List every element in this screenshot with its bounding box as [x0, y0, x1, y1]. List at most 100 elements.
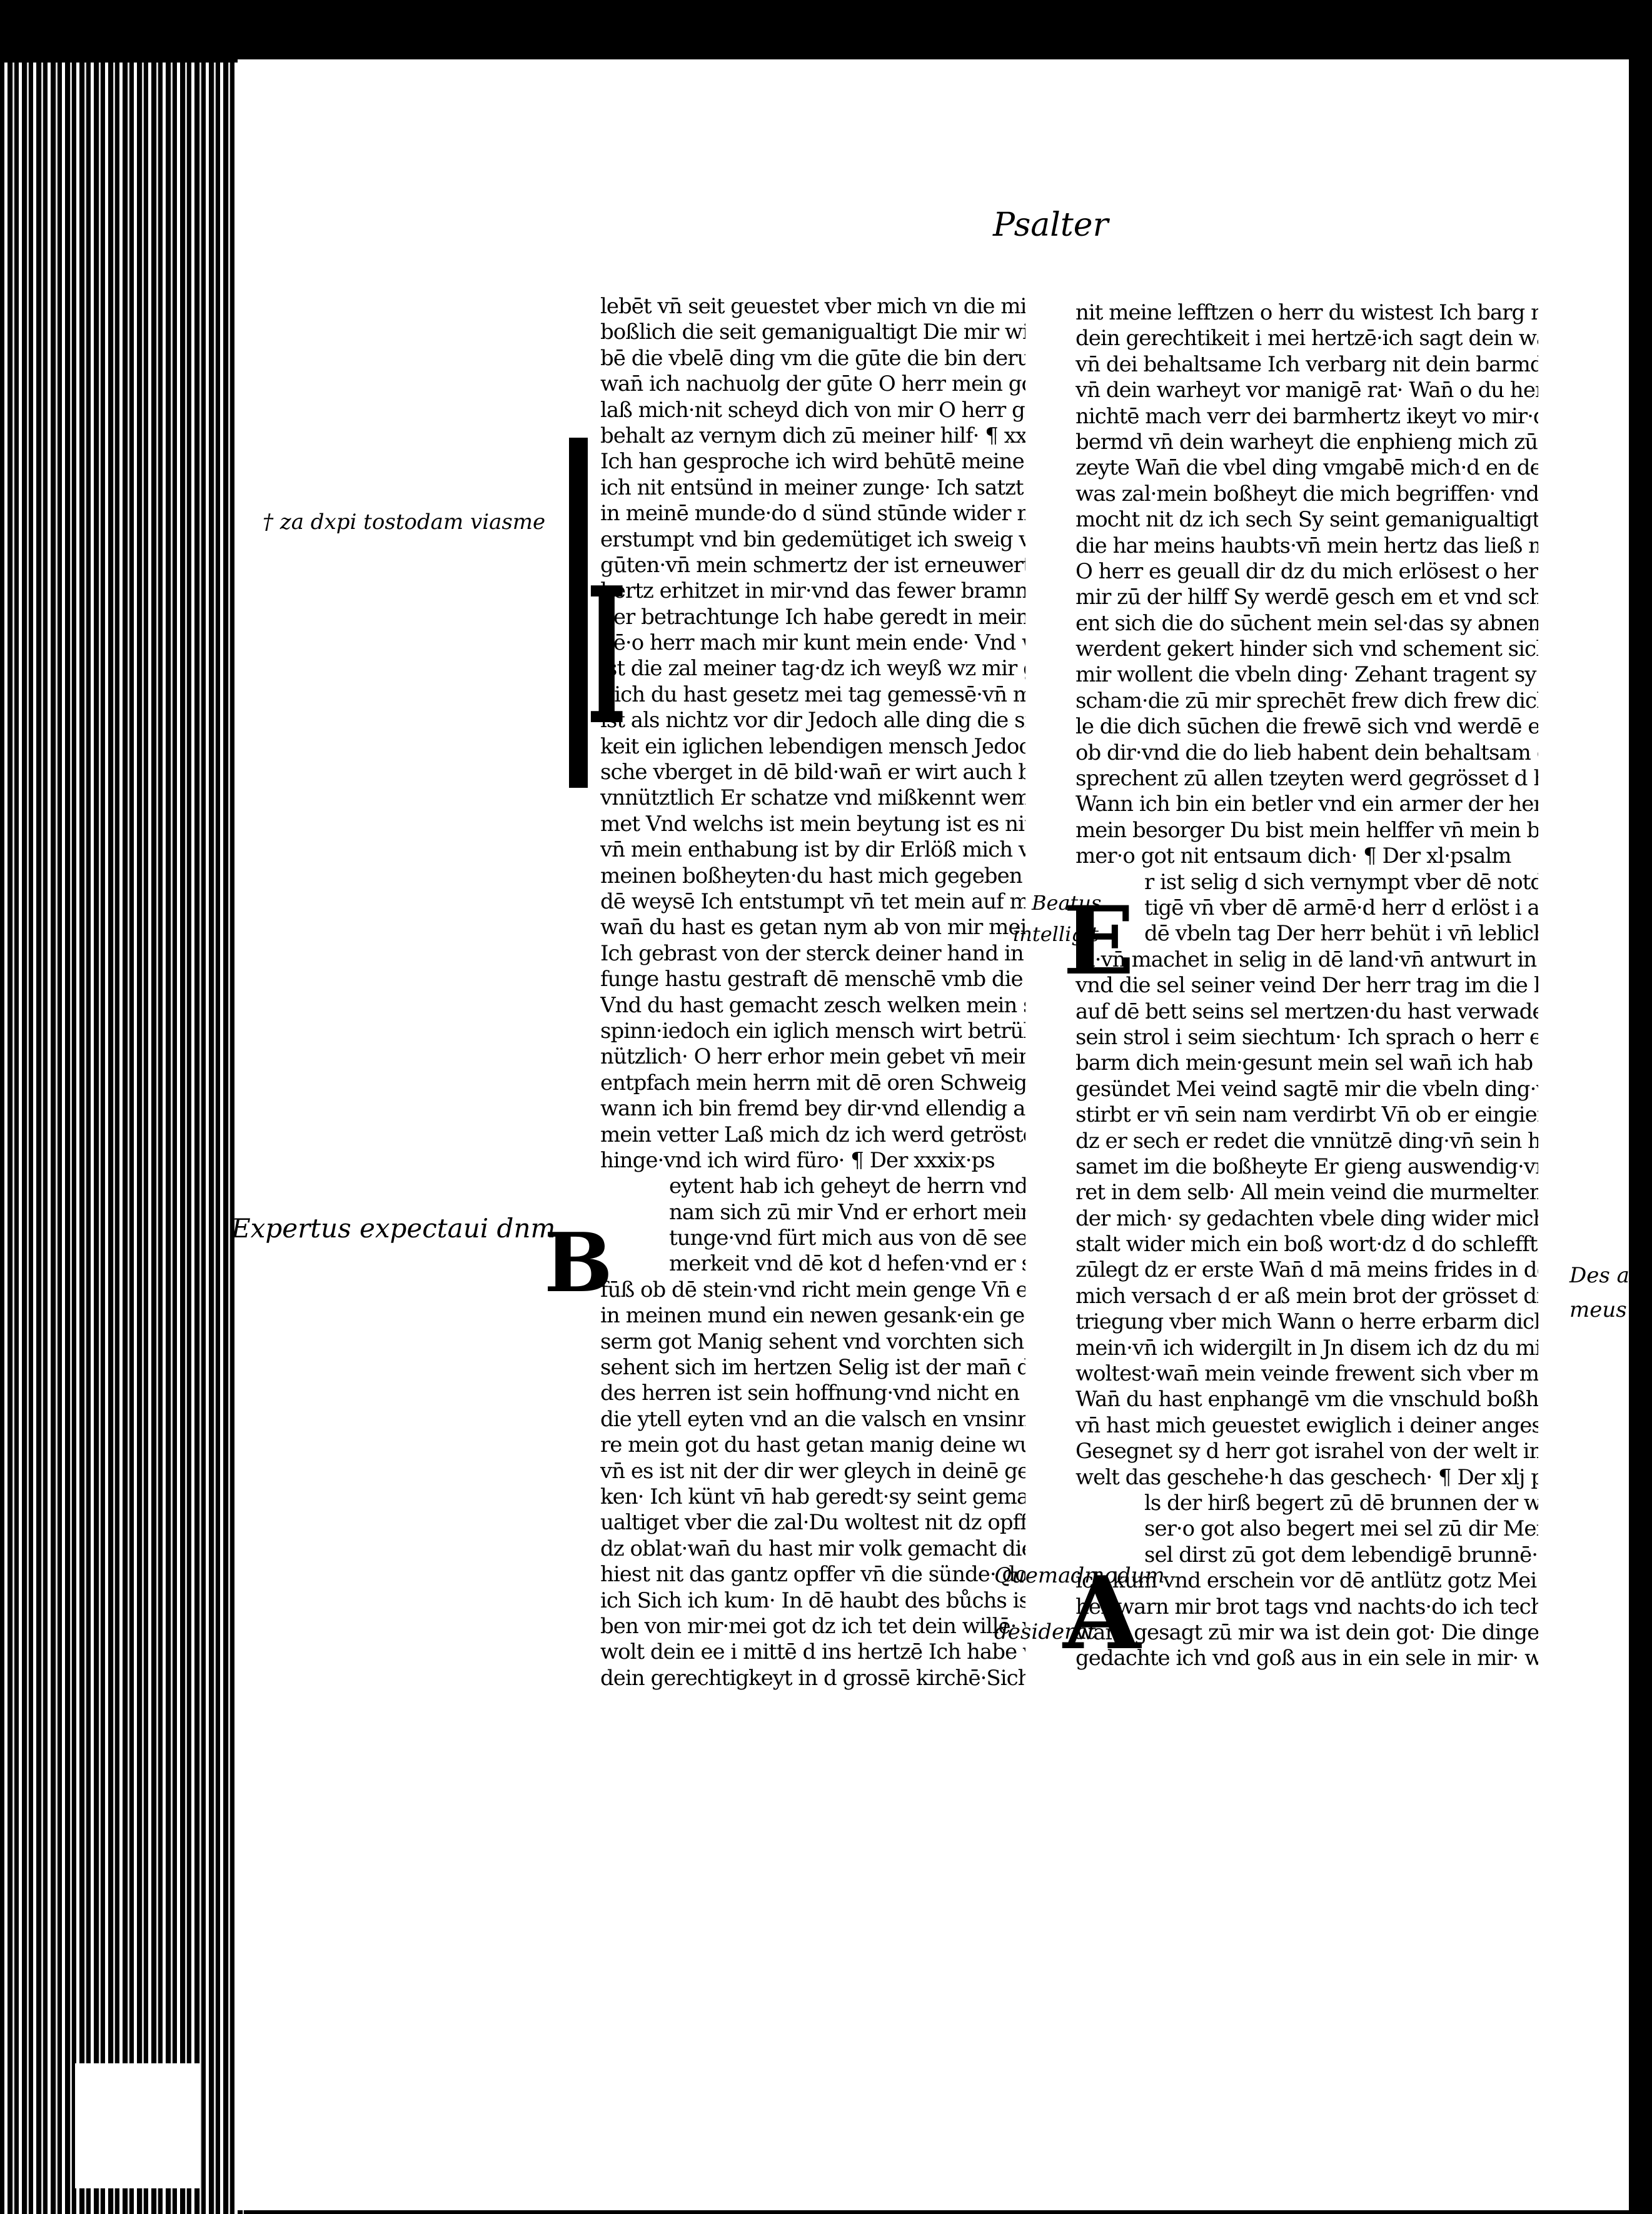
text-line: des herren ist sein hoffnung·vnd nicht e… [600, 1381, 1025, 1406]
text-line: triegung vber mich Wann o herre erbarm d… [1075, 1309, 1538, 1335]
text-line: welt das geschehe·h das geschech· ¶ Der … [1075, 1464, 1538, 1490]
book-fore-edge [0, 63, 244, 2214]
text-line: werdent gekert hinder sich vnd schement … [1075, 637, 1538, 662]
text-line: funge hastu gestraft dē menschē vmb die … [600, 967, 1025, 992]
initial-letter-e: E [1063, 886, 1135, 996]
right-text-column: nit meine lefftzen o herr du wistest Ich… [1075, 300, 1538, 1672]
text-line: Wan̄ du hast enphangē vm die vnschuld bo… [1075, 1387, 1538, 1412]
text-line: dz oblat·wan̄ du hast mir volk gemacht d… [600, 1536, 1025, 1561]
text-line: in·vn̄ machet in selig in dē land·vn̄ an… [1075, 947, 1538, 972]
text-line: spinn·iedoch ein iglich mensch wirt betr… [600, 1018, 1025, 1044]
fore-edge-gap [75, 2063, 200, 2188]
scan-right-border [1627, 0, 1652, 2214]
text-line: met Vnd welchs ist mein beytung ist es n… [600, 811, 1025, 837]
margin-note-right-1: Des a [1569, 1263, 1629, 1288]
text-line: sche vberget in dē bild·wan̄ er wirt auc… [600, 760, 1025, 785]
text-line: auf dē bett seins sel mertzen·du hast ve… [1075, 999, 1538, 1024]
text-line: der mich· sy gedachten vbele ding wider … [1075, 1205, 1538, 1231]
text-line: ken· Ich künt vn̄ hab geredt·sy seint ge… [600, 1484, 1025, 1509]
text-line: in meinen mund ein newen gesank·ein gesa… [600, 1303, 1025, 1329]
text-line: barm dich mein·gesunt mein sel wan̄ ich … [1075, 1050, 1538, 1076]
text-line: nützlich· O herr erhor mein gebet vn̄ me… [600, 1044, 1025, 1070]
text-line: lebēt vn̄ seit geuestet vber mich vn die… [600, 294, 1025, 319]
text-line: sein strol i seim siechtum· Ich sprach o… [1075, 1024, 1538, 1050]
text-line: mein·vn̄ ich widergilt in Jn disem ich d… [1075, 1335, 1538, 1361]
text-line: behalt az vernym dich zū meiner hilf· ¶ … [600, 423, 1025, 448]
text-line: Sich du hast gesetz mei tag gemessē·vn̄ … [600, 682, 1025, 707]
text-line: ist als nichtz vor dir Jedoch alle ding … [600, 708, 1025, 733]
text-line: die ytell eyten vnd an die valsch en vns… [600, 1406, 1025, 1432]
text-line: hertz erhitzet in mir·vnd das fewer bram… [600, 578, 1025, 604]
text-line: ser·o got also begert mei sel zū dir Mei [1144, 1516, 1538, 1542]
text-line: stalt wider mich ein boß wort·dz d do sc… [1075, 1232, 1538, 1257]
initial-letter-i: I [587, 546, 627, 767]
text-line: meinen boßheyten·du hast mich gegeben zu… [600, 863, 1025, 888]
text-line: re mein got du hast getan manig deine wu… [600, 1432, 1025, 1458]
text-line: dē weysē Ich entstumpt vn̄ tet mein auf … [600, 888, 1025, 914]
text-line: dē vbeln tag Der herr behüt i vn̄ leblic… [1144, 921, 1538, 947]
text-line: Ich gebrast von der sterck deiner hand i… [600, 940, 1025, 966]
text-line: stirbt er vn̄ sein nam verdirbt Vn̄ ob e… [1075, 1102, 1538, 1128]
margin-note-mid-2: intelligit [1013, 922, 1099, 946]
text-line: gē·o herr mach mir kunt mein ende· Vnd w… [600, 630, 1025, 656]
scan-top-border [0, 0, 1652, 59]
text-line: wolt dein ee i mittē d ins hertzē Ich ha… [600, 1639, 1025, 1665]
text-line: in meinē munde·do d sünd stūnde wider mi… [600, 501, 1025, 526]
text-line: vn̄ mein enthabung ist by dir Erlöß mich… [600, 837, 1025, 863]
text-line: wann ich bin fremd bey dir·vnd ellendig … [600, 1096, 1025, 1122]
text-line: was zal·mein boßheyt die mich begriffen·… [1075, 481, 1538, 506]
text-line: ward gesagt zū mir wa ist dein got· Die … [1075, 1619, 1538, 1645]
text-line: merkeit vnd dē kot d hefen·vnd er schikt… [669, 1251, 1025, 1277]
text-line: nichtē mach verr dei barmhertz ikeyt vo … [1075, 403, 1538, 429]
text-line: mein besorger Du bist mein helffer vn̄ m… [1075, 817, 1538, 843]
text-line: tunge·vnd fürt mich aus von dē see d ie [669, 1225, 1025, 1251]
text-line: sehent sich im hertzen Selig ist der man… [600, 1355, 1025, 1381]
initial-i-stroke [569, 438, 588, 788]
text-line: wan̄ du hast es getan nym ab von mir mei… [600, 915, 1025, 940]
left-text-column: lebēt vn̄ seit geuestet vber mich vn die… [600, 294, 1025, 1691]
text-line: dein gerechtigkeyt in d grossē kirchē·Si… [600, 1665, 1025, 1691]
text-line: vn̄ dei behaltsame Ich verbarg nit dein … [1075, 351, 1538, 377]
margin-note-mid-3: Quemadmodum [994, 1563, 1165, 1588]
text-line: gūten·vn̄ mein schmertz der ist erneuwer… [600, 552, 1025, 578]
initial-letter-a: A [1063, 1554, 1141, 1672]
margin-note-left-1: † za dxpi tostodam viasme [263, 510, 546, 535]
text-line: le die dich sūchen die frewē sich vnd we… [1075, 714, 1538, 740]
text-line: laß mich·nit scheyd dich von mir O herr … [600, 397, 1025, 423]
text-line: mocht nit dz ich sech Sy seint gemanigua… [1075, 507, 1538, 533]
text-line: zeyte Wan̄ die vbel ding vmgabē mich·d e… [1075, 455, 1538, 481]
margin-note-right-2: meus [1569, 1297, 1627, 1322]
text-line: r ist selig d sich vernympt vber dē notd… [1144, 869, 1538, 895]
text-line: hinge·vnd ich wird füro· ¶ Der xxxix·ps [600, 1147, 995, 1173]
text-line: sel dirst zū got dem lebendigē brunnē·so [1144, 1542, 1538, 1567]
text-line: hiest nit das gantz opffer vn̄ die sünde… [600, 1562, 1025, 1588]
text-line: O herr es geuall dir dz du mich erlösest… [1075, 558, 1538, 584]
text-line: die har meins haubts·vn̄ mein hertz das … [1075, 533, 1538, 558]
text-line: mer·o got nit entsaum dich· ¶ Der xl·psa… [1075, 843, 1512, 869]
running-head: Psalter [993, 206, 1109, 244]
text-line: vn̄ es ist nit der dir wer gleych in dei… [600, 1458, 1025, 1484]
text-line: nam sich zū mir Vnd er erhort mein bet [669, 1199, 1025, 1225]
text-line: ben von mir·mei got dz ich tet dein will… [600, 1613, 1025, 1639]
text-line: wan̄ ich nachuolg der gūte O herr mein g… [600, 371, 1025, 397]
text-line: erstumpt vnd bin gedemütiget ich sweig v… [600, 526, 1025, 552]
text-line: Gesegnet sy d herr got israhel von der w… [1075, 1439, 1538, 1464]
text-line: ner betrachtunge Ich habe geredt in mein… [600, 604, 1025, 630]
text-line: serm got Manig sehent vnd vorchten sich … [600, 1329, 1025, 1354]
initial-letter-b: B [544, 1215, 613, 1311]
text-line: eytent hab ich geheyt de herrn vnd er d [669, 1174, 1025, 1199]
text-line: mir zū der hilff Sy werdē gesch em et vn… [1075, 585, 1538, 610]
text-line: her warn mir brot tags vnd nachts·do ich… [1075, 1594, 1538, 1619]
margin-note-mid-1: Beatus [1032, 891, 1102, 915]
text-line: scham·die zū mir sprechēt frew dich frew… [1075, 688, 1538, 713]
text-line: mein vetter Laß mich dz ich werd getröst… [600, 1122, 1025, 1147]
text-line: ob dir·vnd die do lieb habent dein behal… [1075, 740, 1538, 765]
text-line: ich kum vnd erschein vor dē antlütz gotz… [1075, 1568, 1538, 1594]
text-line: ich nit entsünd in meiner zunge· Ich sat… [600, 475, 1025, 500]
text-line: nit meine lefftzen o herr du wistest Ich… [1075, 300, 1538, 325]
margin-note-mid-4: desiderat [994, 1619, 1096, 1644]
text-line: mir wollent die vbeln ding· Zehant trage… [1075, 662, 1538, 688]
text-line: gedachte ich vnd goß aus in ein sele in … [1075, 1646, 1538, 1671]
text-line: entpfach mein herrn mit dē oren Schweige… [600, 1070, 1025, 1095]
